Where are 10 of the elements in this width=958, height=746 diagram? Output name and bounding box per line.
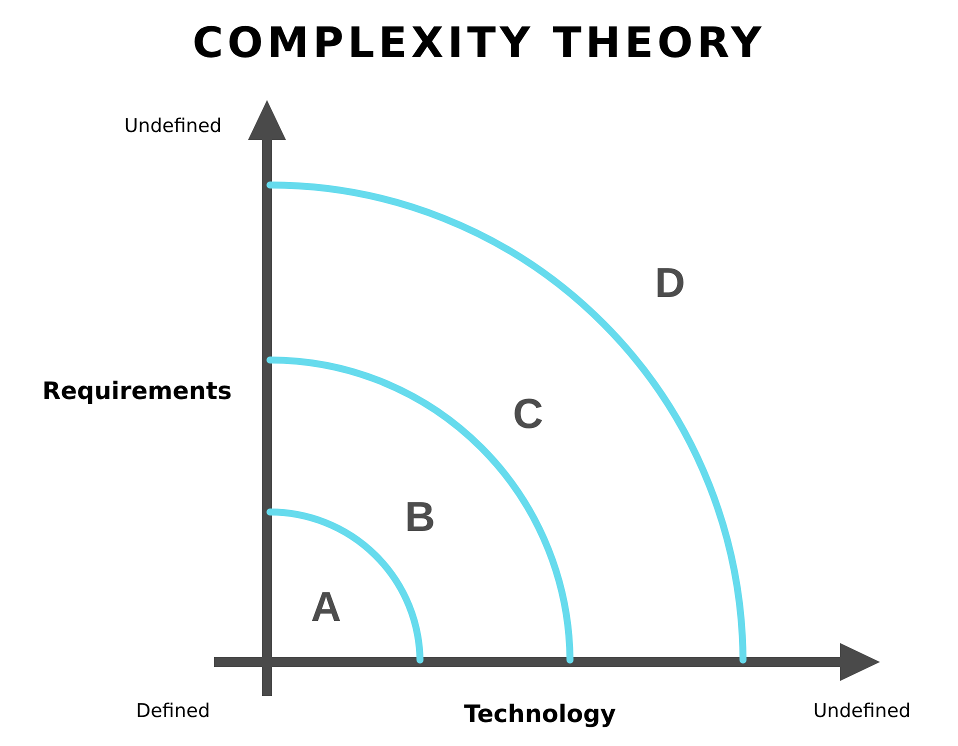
region-letter: B [404, 493, 436, 541]
title: COMPLEXITY THEORY [192, 18, 766, 67]
region-letter: C [512, 390, 544, 438]
axis-label: Requirements [42, 377, 232, 405]
region-letter: D [654, 259, 686, 307]
axis-label: Technology [464, 700, 616, 728]
axis-label: Undefined [124, 115, 222, 137]
axis-label: Undefined [813, 700, 911, 722]
axis-label: Defined [136, 700, 210, 722]
region-letter: A [310, 583, 342, 631]
